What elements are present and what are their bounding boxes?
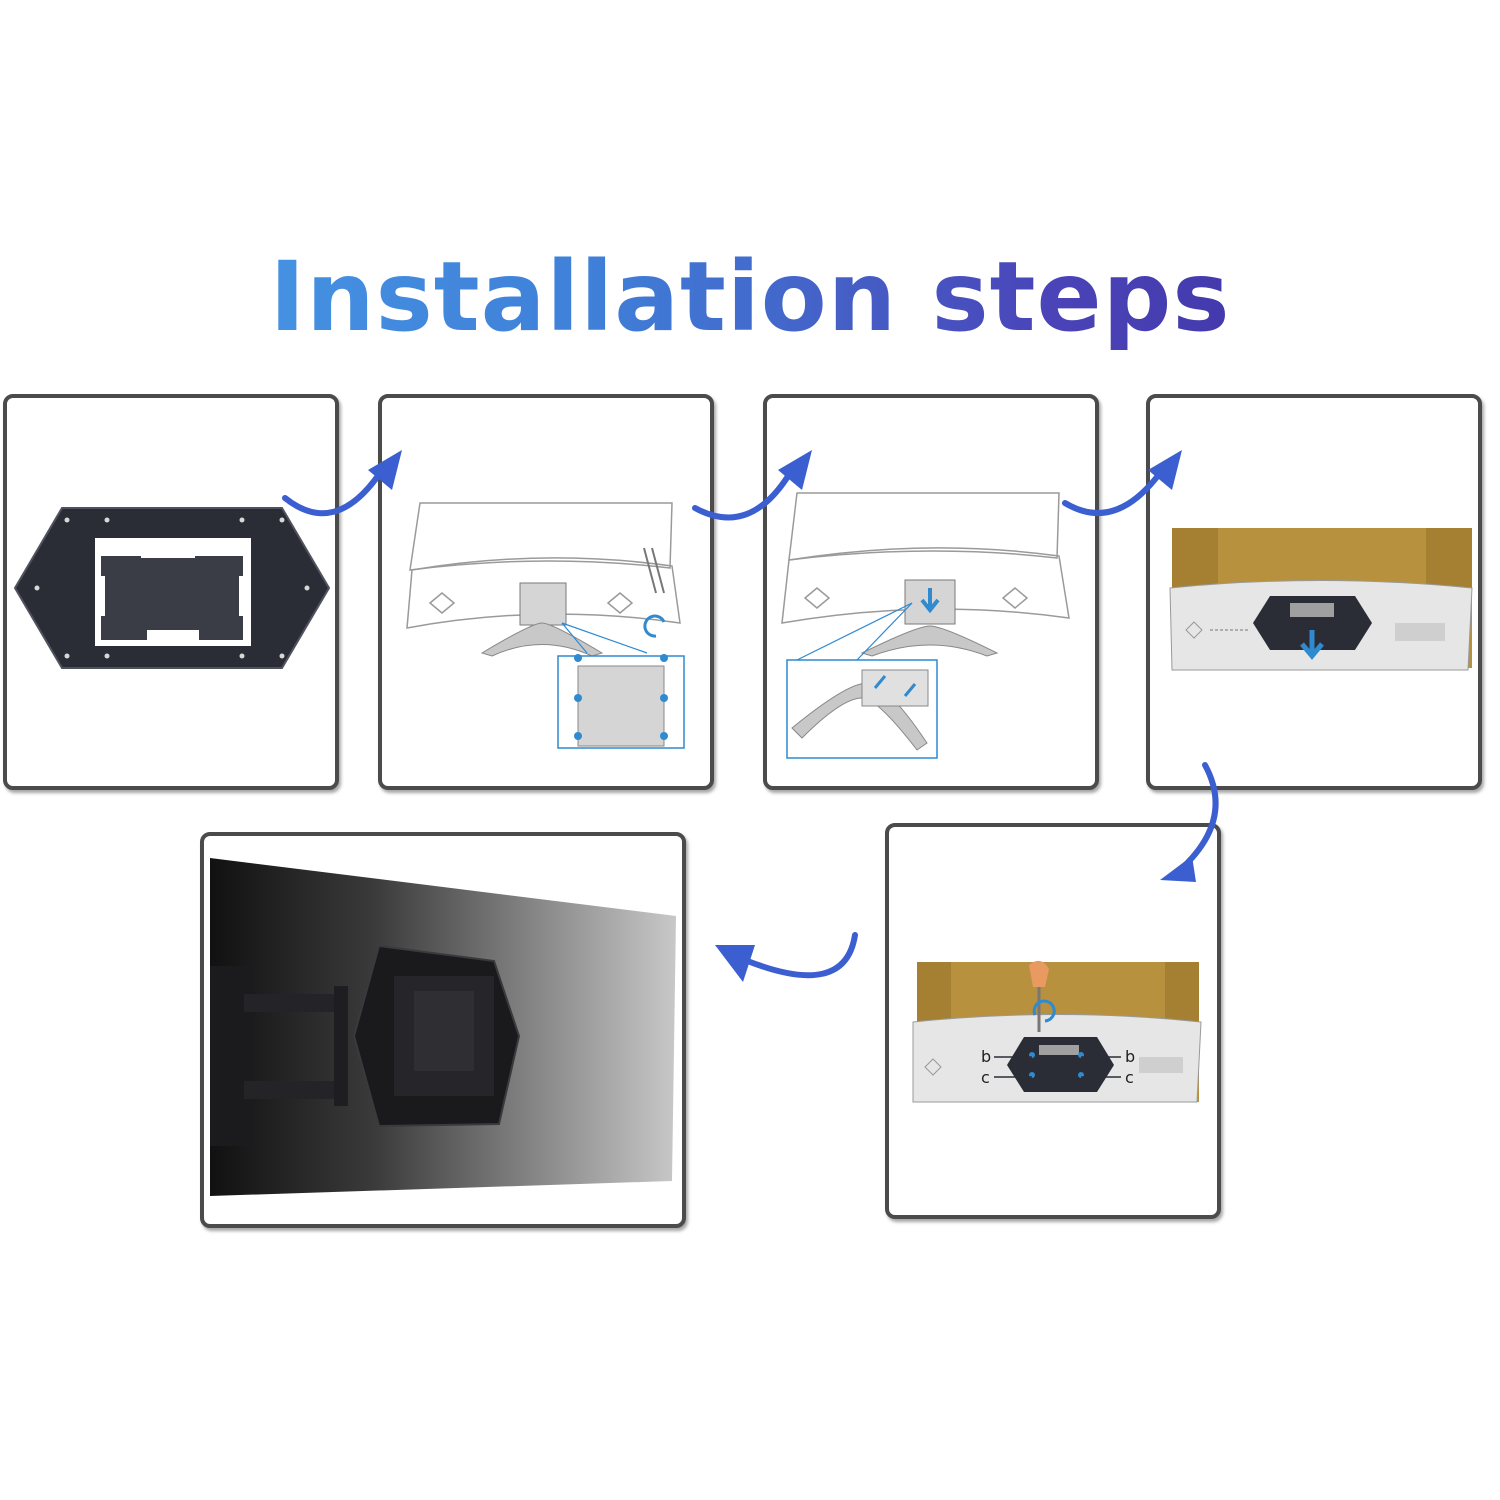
mounted-monitor-icon <box>210 858 676 1196</box>
arrow-step5-to-step6 <box>715 932 858 982</box>
label-b-right: b <box>1125 1047 1135 1066</box>
arrow-step4-to-step5 <box>1160 762 1219 882</box>
detach-stand-icon <box>781 492 1070 759</box>
step-4-panel <box>1146 394 1482 790</box>
step-6-panel <box>200 832 686 1228</box>
step-5-panel: b b c c <box>885 823 1221 1219</box>
remove-stand-screws-icon <box>406 502 685 749</box>
arrow-step2-to-step3 <box>692 450 812 521</box>
insert-adapter-icon <box>1169 528 1473 671</box>
label-c-right: c <box>1125 1068 1134 1087</box>
label-c-left: c <box>981 1068 990 1087</box>
arrow-step1-to-step2 <box>282 450 402 517</box>
arrow-step3-to-step4 <box>1062 450 1182 516</box>
step-2-panel <box>378 394 714 790</box>
page-title: Installation steps <box>0 240 1500 355</box>
label-b-left: b <box>981 1047 991 1066</box>
hexagon-bracket-icon <box>13 507 331 669</box>
screw-adapter-icon: b b c c <box>912 960 1202 1103</box>
step-1-panel <box>3 394 339 790</box>
step-3-panel <box>763 394 1099 790</box>
